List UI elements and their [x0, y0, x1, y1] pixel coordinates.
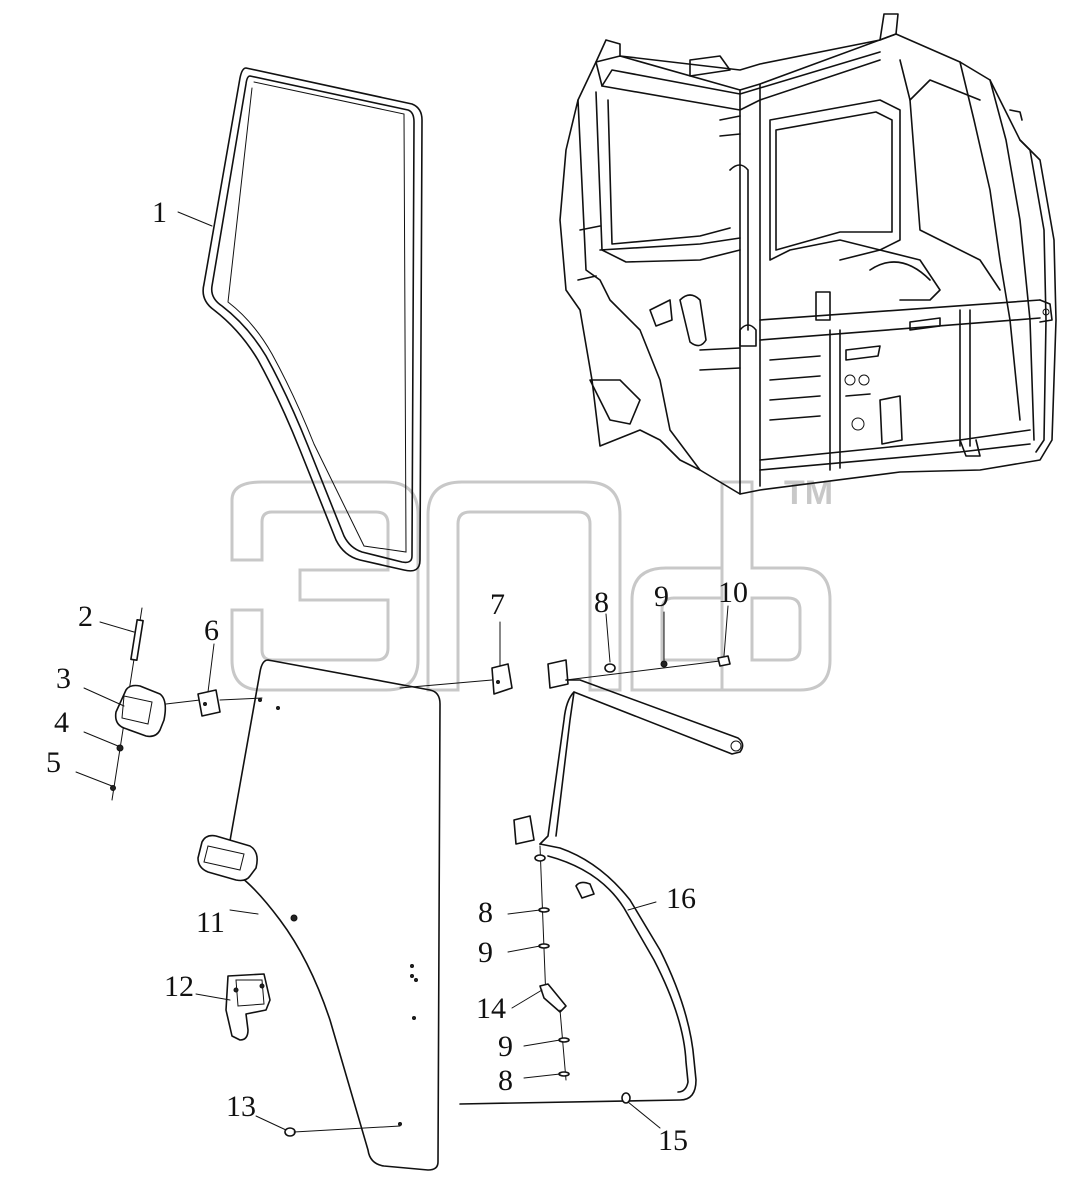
washer-stack-lower [538, 907, 570, 1081]
callout-8-low: 8 [498, 1064, 513, 1097]
door-seal-part-1 [202, 67, 423, 572]
hinge-bracket-part-7 [399, 663, 513, 695]
door-glass-panel [227, 659, 441, 1171]
trademark-mark: TM [784, 474, 833, 512]
callout-6: 6 [204, 614, 219, 647]
watermark-logo: TM [230, 474, 833, 692]
callout-5: 5 [46, 746, 61, 779]
callout-14: 14 [476, 992, 506, 1025]
callout-13: 13 [226, 1090, 256, 1123]
callout-9-top: 9 [654, 580, 669, 613]
callout-9-low: 9 [498, 1030, 513, 1063]
callout-11: 11 [196, 906, 225, 939]
callout-16: 16 [666, 882, 696, 915]
callout-4: 4 [54, 706, 69, 739]
support-arm-part-16 [459, 659, 744, 1105]
bracket-part-6 [197, 689, 263, 717]
cab-frame [559, 13, 1057, 495]
callout-2: 2 [78, 600, 93, 633]
callout-labels: 1 2 3 4 5 6 7 8 9 10 11 12 8 9 14 9 8 13… [46, 196, 748, 1157]
callout-8-mid: 8 [478, 896, 493, 929]
fastener-stack-2-5 [110, 607, 201, 801]
callout-3: 3 [56, 662, 71, 695]
leader-lines [75, 211, 729, 1131]
callout-12: 12 [164, 970, 194, 1003]
bottom-fasteners [284, 1092, 631, 1137]
callout-7: 7 [490, 588, 505, 621]
handle-part-11 [197, 834, 258, 882]
callout-15: 15 [658, 1124, 688, 1157]
washer-row-top [565, 655, 731, 681]
callout-1: 1 [152, 196, 167, 229]
callout-9-mid: 9 [478, 936, 493, 969]
callout-10: 10 [718, 576, 748, 609]
callout-8-top: 8 [594, 586, 609, 619]
lock-part-12 [225, 973, 271, 1041]
